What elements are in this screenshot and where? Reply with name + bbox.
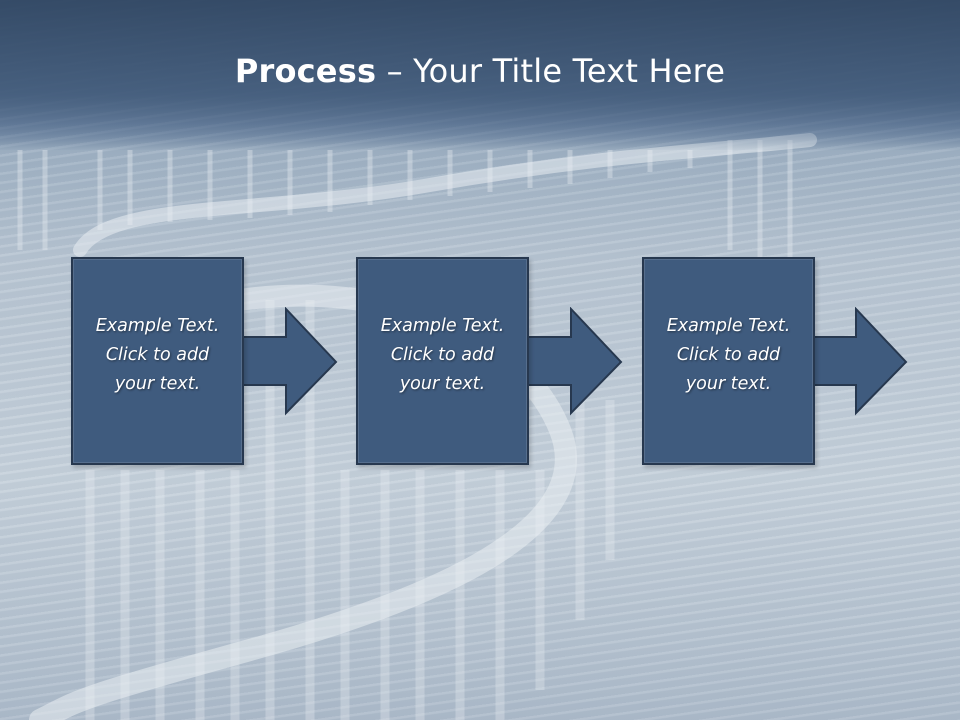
arrow-3 [807,307,908,416]
arrow-1 [237,307,338,416]
process-step-3[interactable]: Example Text. Click to add your text. [642,257,815,465]
slide-title[interactable]: Process – Your Title Text Here [0,52,960,90]
step-1-text[interactable]: Example Text. Click to add your text. [95,316,220,394]
title-bold: Process [234,52,377,90]
arrow-2 [522,307,623,416]
process-step-1[interactable]: Example Text. Click to add your text. [71,257,244,465]
step-3-text[interactable]: Example Text. Click to add your text. [666,316,791,394]
title-band [0,0,960,150]
step-2-text[interactable]: Example Text. Click to add your text. [380,316,505,394]
title-rest: – Your Title Text Here [376,52,726,90]
process-step-2[interactable]: Example Text. Click to add your text. [356,257,529,465]
